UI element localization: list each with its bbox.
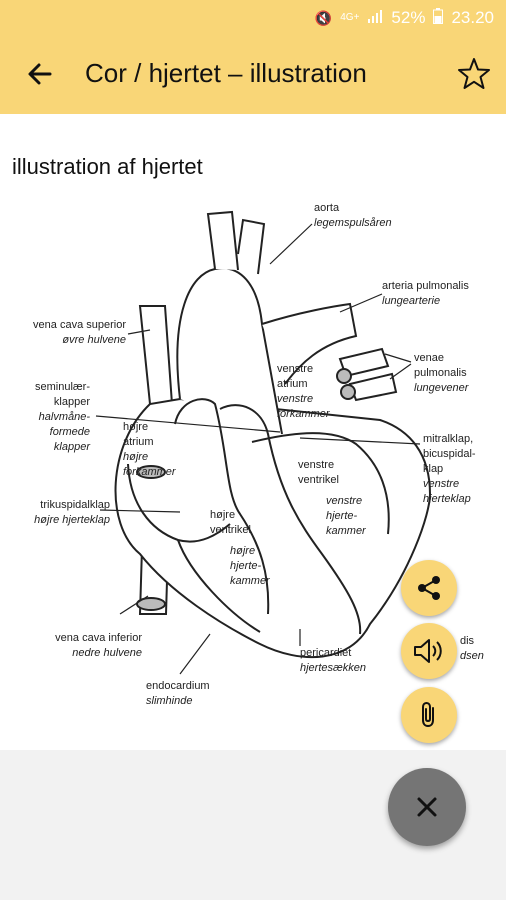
signal-icon	[367, 9, 383, 27]
close-icon	[417, 797, 437, 817]
favorite-button[interactable]	[456, 56, 492, 92]
clock: 23.20	[451, 8, 494, 27]
page-title: Cor / hjertet – illustration	[85, 58, 367, 88]
network-type: 4G+	[340, 12, 360, 23]
speaker-icon	[414, 639, 442, 663]
battery-percent: 52%	[391, 8, 426, 27]
content-heading: illustration af hjertet	[12, 154, 203, 179]
battery-icon	[433, 8, 444, 28]
share-button[interactable]	[401, 560, 457, 616]
star-outline-icon	[458, 58, 490, 89]
status-bar: 🔇 4G+ 52% 23.20	[0, 0, 506, 36]
arrow-back-icon	[28, 63, 52, 85]
app-bar: Cor / hjertet – illustration	[0, 36, 506, 114]
paperclip-icon	[422, 701, 434, 728]
sound-button[interactable]	[401, 623, 457, 679]
close-fab-button[interactable]	[388, 768, 466, 846]
mute-icon: 🔇	[314, 10, 333, 26]
back-button[interactable]	[22, 56, 58, 92]
share-icon	[418, 576, 440, 600]
heart-diagram-svg	[95, 210, 432, 675]
attach-button[interactable]	[401, 687, 457, 743]
